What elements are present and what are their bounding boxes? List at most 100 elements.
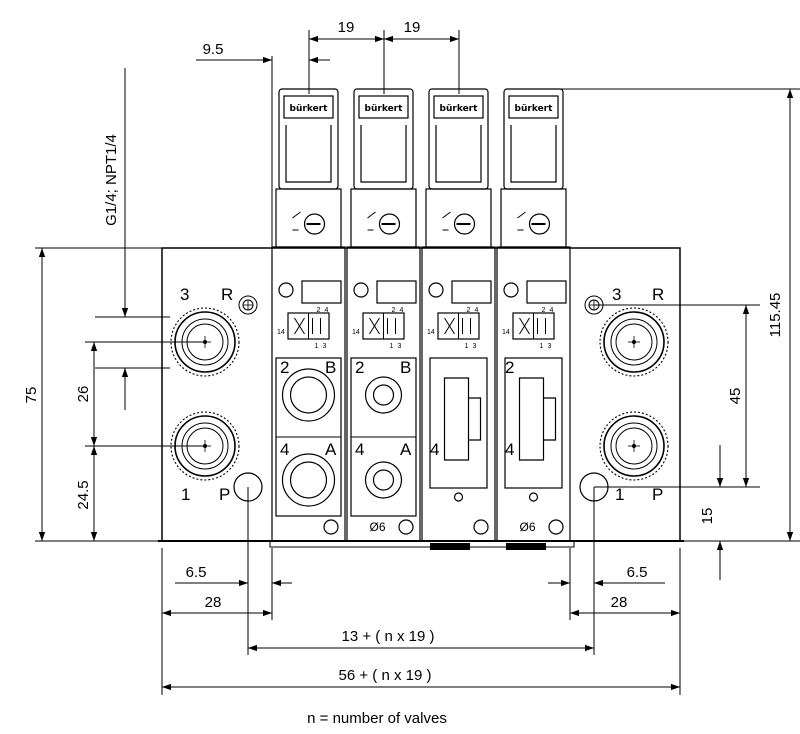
port-a-bore xyxy=(289,461,328,499)
dim-right-45: 45 xyxy=(727,388,744,405)
actuator-housing xyxy=(425,188,492,248)
coil-body xyxy=(285,125,332,183)
dim-right-28: 28 xyxy=(611,594,628,611)
brand-plate xyxy=(433,95,484,119)
brand-plate xyxy=(508,95,559,119)
coil-body xyxy=(435,125,482,183)
brand-plate xyxy=(283,95,334,119)
dim-pitch-a: 19 xyxy=(338,19,355,36)
label-r: R xyxy=(652,285,664,304)
symbol-1: 1 xyxy=(540,343,544,350)
label-p: P xyxy=(652,485,663,504)
dim-pitch-b: 19 xyxy=(404,19,421,36)
valve-base xyxy=(271,246,346,542)
port-bottom-number: 4 xyxy=(280,440,289,459)
symbol-arrows xyxy=(369,317,396,335)
dim-offset-top: 9.5 xyxy=(203,41,224,58)
dim-inner-width: 13 + ( n x 19 ) xyxy=(342,628,435,645)
port-b-bore xyxy=(372,384,395,406)
manifold-block xyxy=(158,247,684,550)
indicator-hole-icon xyxy=(453,492,464,502)
screw-icon xyxy=(428,282,444,298)
port-top-letter: B xyxy=(400,358,411,377)
manual-override-icon xyxy=(453,213,476,235)
port-bottom-letter: A xyxy=(325,440,337,459)
connector-foot xyxy=(430,543,470,550)
symbol-14: 14 xyxy=(502,329,510,336)
port-top-number: 2 xyxy=(280,358,289,377)
actuator-housing xyxy=(350,188,417,248)
screw-icon xyxy=(398,519,414,535)
brand-label: bürkert xyxy=(365,104,404,114)
dim-height-total: 115.45 xyxy=(767,293,784,338)
port-panel xyxy=(429,357,488,489)
thread-label: G1/4; NPT1/4 xyxy=(103,134,120,226)
screw-icon xyxy=(323,519,339,535)
override-marking xyxy=(442,211,451,231)
dim-left-28: 28 xyxy=(205,594,222,611)
dim-port-spacing: 26 xyxy=(75,386,92,403)
port-bottom-number: 4 xyxy=(355,440,364,459)
screw-icon xyxy=(353,282,369,298)
coil-body xyxy=(360,125,407,183)
symbol-arrows xyxy=(519,317,546,335)
symbol-14: 14 xyxy=(352,329,360,336)
screw-icon xyxy=(278,282,294,298)
override-marking xyxy=(517,211,526,231)
override-marking xyxy=(367,211,376,231)
symbol-arrows xyxy=(294,317,321,335)
label-window xyxy=(301,280,342,304)
label-1: 1 xyxy=(181,485,190,504)
valve-base xyxy=(496,246,571,542)
dim-port-bottom: 24.5 xyxy=(75,480,92,509)
symbol-2: 2 xyxy=(467,307,471,314)
symbol-4: 4 xyxy=(475,307,479,314)
port-bottom-number: 4 xyxy=(430,440,439,459)
symbol-1: 1 xyxy=(390,343,394,350)
label-1: 1 xyxy=(615,485,624,504)
screw-icon xyxy=(503,282,519,298)
label-3: 3 xyxy=(180,285,189,304)
brand-plate xyxy=(358,95,409,119)
symbol-2: 2 xyxy=(317,307,321,314)
label-r: R xyxy=(221,285,233,304)
coil-body xyxy=(510,125,557,183)
actuator-housing xyxy=(275,188,342,248)
symbol-4: 4 xyxy=(550,307,554,314)
note-number-of-valves: n = number of valves xyxy=(307,710,447,727)
symbol-arrows xyxy=(444,317,471,335)
brand-label: bürkert xyxy=(440,104,479,114)
port-a-fitting xyxy=(281,453,336,507)
dim-right-6-5: 6.5 xyxy=(627,564,648,581)
symbol-4: 4 xyxy=(325,307,329,314)
symbol-2: 2 xyxy=(392,307,396,314)
manual-override-icon xyxy=(378,213,401,235)
dim-right-15: 15 xyxy=(699,508,716,525)
symbol-3: 3 xyxy=(398,343,402,350)
port-top-number: 2 xyxy=(355,358,364,377)
indicator-hole-icon xyxy=(528,492,539,502)
symbol-14: 14 xyxy=(427,329,435,336)
brand-label: bürkert xyxy=(515,104,554,114)
valve-base xyxy=(346,246,421,542)
port-b-bore xyxy=(289,376,328,414)
label-window xyxy=(451,280,492,304)
override-marking xyxy=(292,211,301,231)
left-end-plate: 3 R 1 P xyxy=(170,285,263,504)
port-top-letter: B xyxy=(325,358,336,377)
tube-diameter: Ø6 xyxy=(519,520,535,534)
manual-override-icon xyxy=(303,213,326,235)
valve-base xyxy=(421,246,496,542)
dimension-lines xyxy=(35,30,800,695)
sub-base-connector xyxy=(518,377,545,461)
symbol-1: 1 xyxy=(315,343,319,350)
sub-base-outlet xyxy=(468,397,482,441)
symbol-14: 14 xyxy=(277,329,285,336)
symbol-3: 3 xyxy=(323,343,327,350)
screw-icon xyxy=(238,295,258,315)
